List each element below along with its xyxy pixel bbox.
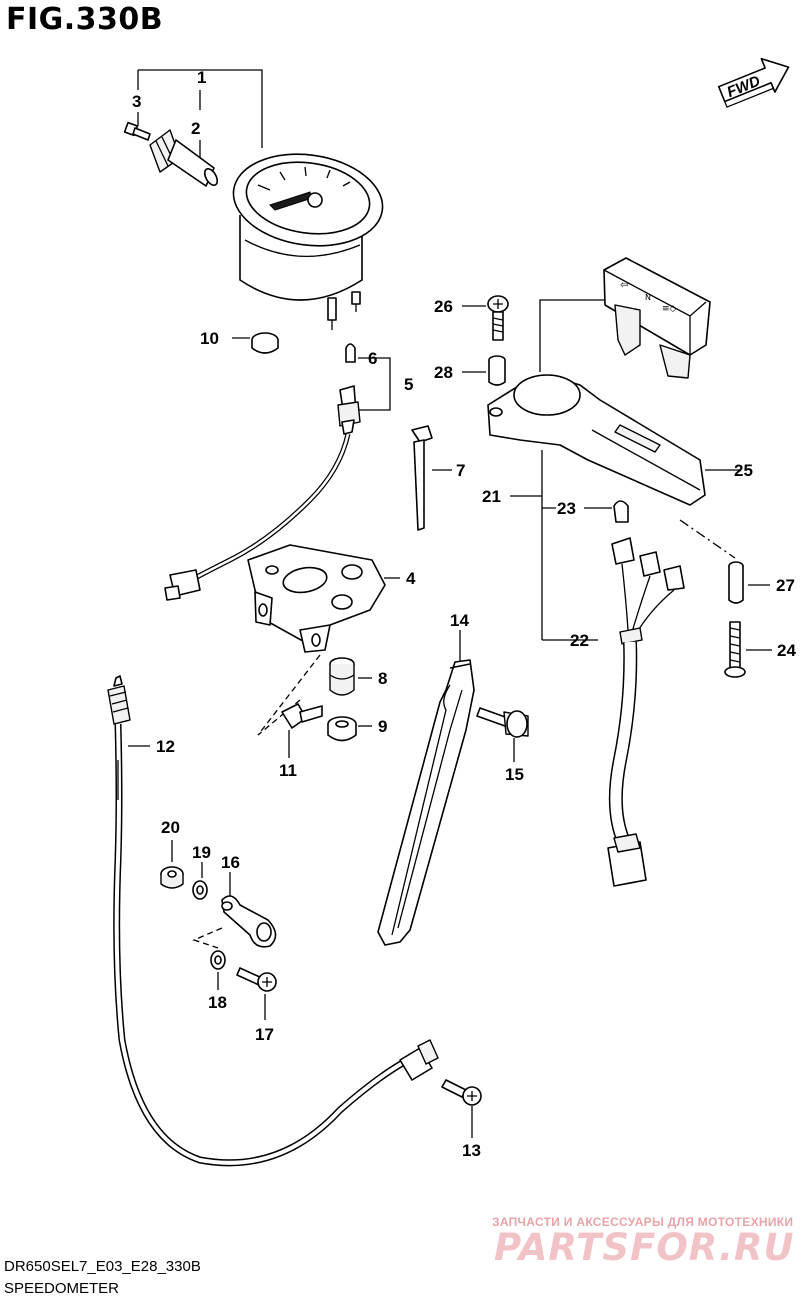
part-6-bulb [345, 343, 356, 363]
leader-5-6 [355, 357, 391, 411]
part-4-bracket [247, 544, 386, 653]
part-17-screw [236, 967, 277, 992]
neutral-indicator-label: N [645, 293, 651, 302]
leader-1 [137, 69, 263, 148]
callout-24: 24 [777, 641, 796, 660]
part-3-screw [123, 121, 151, 141]
part-24-screw [724, 621, 746, 678]
callout-6: 6 [368, 349, 377, 368]
callout-21: 21 [482, 487, 501, 506]
callout-26: 26 [434, 297, 453, 316]
callout-2: 2 [191, 119, 200, 138]
assembly-line-16 [192, 927, 223, 949]
callout-7: 7 [456, 461, 465, 480]
figure-title: FIG.330B [6, 2, 164, 37]
watermark-logo: PARTSFOR.RU [494, 1226, 795, 1269]
part-14-strap [377, 659, 475, 946]
assembly-line-4 [257, 654, 321, 736]
part-16-clamp [221, 895, 277, 948]
part-5-socket-wire [164, 385, 361, 601]
turn-indicator-icon: ⇦ [620, 280, 628, 291]
callout-5: 5 [404, 375, 413, 394]
part-27-collar [728, 561, 744, 604]
callout-12: 12 [156, 737, 175, 756]
callout-25: 25 [734, 461, 753, 480]
callout-9: 9 [378, 717, 387, 736]
part-15-bolt [476, 707, 529, 738]
callout-1: 1 [197, 68, 206, 87]
callout-18: 18 [208, 993, 227, 1012]
fwd-arrow-icon: FWD [717, 57, 790, 108]
callout-17: 17 [255, 1025, 274, 1044]
callout-28: 28 [434, 363, 453, 382]
callout-27: 27 [776, 576, 795, 595]
part-1-speedometer-gauge [232, 153, 384, 330]
part-22-wire-harness [607, 537, 685, 887]
callout-15: 15 [505, 765, 524, 784]
part-20-nut [160, 866, 184, 889]
callout-11: 11 [279, 761, 297, 780]
part-25-indicator-assembly: ⇦ N ≡◇ [603, 257, 711, 379]
beam-indicator-icon: ≡◇ [662, 304, 677, 314]
part-21-housing [487, 374, 740, 506]
part-2-knob [149, 129, 219, 187]
part-9-nut [327, 716, 357, 742]
callout-22: 22 [570, 631, 589, 650]
part-28-collar [488, 355, 506, 386]
callout-19: 19 [192, 843, 211, 862]
part-19-washer [192, 880, 208, 900]
callout-14: 14 [450, 611, 469, 630]
diagram-code: DR650SEL7_E03_E28_330B [4, 1258, 201, 1275]
callout-10: 10 [200, 329, 219, 348]
leader-21-22 [510, 450, 598, 641]
callout-23: 23 [557, 499, 576, 518]
callout-3: 3 [132, 92, 141, 111]
part-12-speedometer-cable [107, 675, 439, 1167]
watermark-tagline: ЗАПЧАСТИ И АКСЕССУАРЫ ДЛЯ МОТОТЕХНИКИ [492, 1215, 794, 1229]
part-13-screw [441, 1079, 482, 1106]
callout-16: 16 [221, 853, 240, 872]
part-18-washer [210, 950, 226, 970]
part-10-cap [251, 332, 279, 354]
fwd-label: FWD [725, 73, 763, 102]
part-23-bulb [613, 500, 629, 523]
part-8-grommet [329, 657, 355, 696]
part-26-screw [487, 295, 509, 341]
diagram-name: SPEEDOMETER [4, 1280, 120, 1297]
part-7-cable-tie [411, 425, 433, 531]
callout-8: 8 [378, 669, 387, 688]
leader-25-top [539, 299, 604, 372]
callout-13: 13 [462, 1141, 481, 1160]
callout-4: 4 [406, 569, 416, 588]
assembly-line-27 [679, 519, 736, 559]
callout-20: 20 [161, 818, 180, 837]
part-11-bolt [281, 703, 323, 729]
